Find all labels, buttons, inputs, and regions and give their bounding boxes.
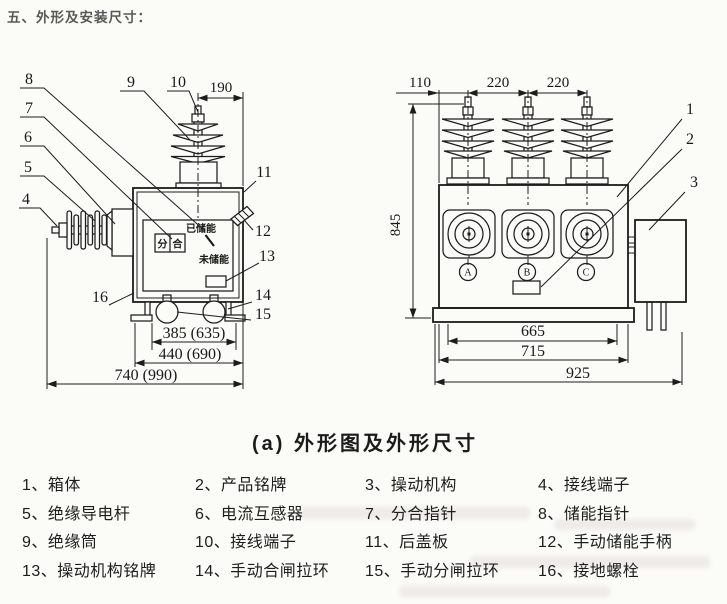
callout-13: 13 [259,248,275,265]
callout-4: 4 [22,191,30,208]
legend-item: 7、分合指针 [365,505,457,523]
callout-11: 11 [256,164,271,181]
mechanism-nameplate [205,275,227,288]
dim-190: 190 [210,80,233,96]
callout-16: 16 [92,289,108,306]
callout-1: 1 [686,101,694,118]
control-panel [142,219,234,292]
bushing-fin [66,210,73,250]
bushing-fin [73,214,80,246]
close-label: 合 [172,238,184,251]
bleed-through-artifact [555,519,695,530]
charged-label: 已储能 [186,222,216,235]
legend-item: 11、后盖板 [365,534,449,552]
phase-a-label: A [464,268,472,279]
extension-lines [396,90,683,385]
figure-caption: (a) 外形图及外形尺寸 [252,433,478,455]
bushing-fin [94,210,101,250]
callout-14: 14 [255,287,271,304]
left-drawing-side-view: 分 合 已储能 未储能 190 [19,71,275,389]
legend-item: 15、手动分闸拉环 [365,562,500,580]
dim-110: 110 [409,75,431,91]
product-nameplate [512,280,541,295]
bleed-through-artifact [400,586,610,597]
tank-inner-wall [136,191,240,299]
dim-220b: 220 [547,75,570,91]
dim-110-arrow [428,90,439,96]
ct-housing [111,208,134,257]
dim-715: 715 [521,343,545,360]
legend-item: 3、操动机构 [365,477,457,495]
callout-12: 12 [255,223,271,240]
legend-item: 10、接线端子 [195,534,297,552]
bushing-terminal-pin [51,226,60,234]
charging-handle [230,205,255,227]
legend-item: 8、储能指针 [538,505,630,523]
callout-3: 3 [690,174,698,191]
callout-2: 2 [686,131,694,148]
parts-legend: 1、箱体 2、产品铭牌 3、操动机构 4、接线端子 5、绝缘导电杆 6、电流互感… [22,469,718,583]
pole-centerlines [467,90,588,265]
dim-845: 845 [388,214,404,237]
dim-385: 385 (635) [163,325,226,342]
energy-pointer-needle [204,234,215,247]
bushing-fin [101,214,108,246]
extension-lines [46,92,244,389]
dim-220a: 220 [487,75,510,91]
bleed-through-artifact [470,556,710,568]
mechanism-mount-stubs [627,236,636,254]
open-label: 分 [158,238,168,251]
ct-unit-c [560,209,614,259]
base-plate [432,307,635,323]
callout-6: 6 [24,129,32,146]
phase-c-label: C [583,268,590,279]
opening-pull-ring [202,300,226,324]
dim-440: 440 (690) [159,346,222,363]
handle-hatching [233,209,249,223]
callout-leaders [540,118,686,288]
legend-item: 13、操动机构铭牌 [22,562,157,580]
callout-7: 7 [25,100,33,117]
legend-item: 9、绝缘筒 [22,534,98,552]
callout-leaders [19,87,260,321]
outline-diagram: 分 合 已储能 未储能 190 [19,71,698,389]
insulator-sheds [170,123,226,165]
dim-925: 925 [566,365,590,382]
phase-marker-c [576,262,596,282]
bushing-collar [58,222,68,238]
dim-665: 665 [521,323,545,340]
legend-item: 1、箱体 [22,477,81,495]
ct-unit-a [442,209,496,259]
callout-15: 15 [255,306,271,323]
callout-5: 5 [24,159,32,176]
callout-8: 8 [25,71,33,88]
legend-item: 5、绝缘导电杆 [22,505,131,523]
legend-item: 2、产品铭牌 [195,477,287,495]
uncharged-label: 未储能 [198,253,229,266]
legend-item: 16、接地螺栓 [538,562,640,580]
legend-item: 6、电流互感器 [195,505,304,523]
callout-9: 9 [127,74,135,91]
legend-item: 4、接线端子 [538,477,630,495]
bushing-fin [80,210,87,250]
bushing-cone [106,209,113,252]
bushing-fin [87,214,94,246]
legend-item: 14、手动合闸拉环 [195,562,330,580]
page-title: 五、外形及安装尺寸： [7,10,152,25]
callout-10: 10 [170,74,186,91]
mechanism-leg [646,301,653,331]
base-brackets [130,301,246,322]
closing-pull-ring [155,300,179,324]
operating-mechanism-box [634,219,687,303]
dim-740: 740 (990) [115,367,178,384]
legend-item: 12、手动储能手柄 [538,534,673,552]
ct-unit-b [501,209,555,259]
mechanism-leg [660,301,667,331]
right-drawing-front-view: A B C 110 220 220 845 665 715 925 1 2 [388,75,698,386]
bleed-through-artifact [300,507,530,519]
phase-b-label: B [524,268,531,279]
